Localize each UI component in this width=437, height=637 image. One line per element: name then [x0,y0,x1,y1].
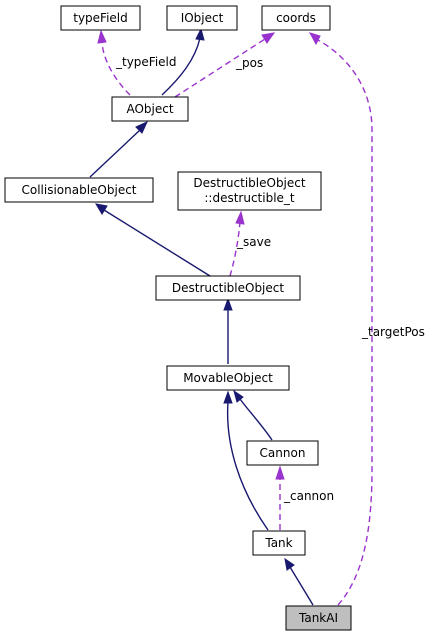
node-aobject-label: AObject [126,102,173,116]
edge-tank-cannon [275,465,285,530]
node-coords[interactable]: coords [261,5,331,31]
edge-label-targetpos: _targetPos [361,325,425,339]
edge-label-save: _save [236,235,271,249]
node-iobject-label: IObject [181,11,224,25]
edge-movable-destructible [223,297,233,364]
node-typefield[interactable]: typeField [60,5,141,31]
edge-tankai-tank [284,557,314,606]
node-destructibleobject-label: DestructibleObject [172,281,284,295]
edge-label-cannon: _cannon [283,489,334,503]
node-collisionableobject[interactable]: CollisionableObject [4,177,154,203]
node-destructibleobject-destructible-t[interactable]: DestructibleObject ::destructible_t [177,171,322,211]
node-movableobject[interactable]: MovableObject [166,365,290,391]
node-iobject[interactable]: IObject [166,5,238,31]
node-tankai[interactable]: TankAI [285,605,352,631]
edge-label-typefield: _typeField [115,55,177,69]
node-cannon[interactable]: Cannon [246,440,319,466]
edge-cannon-movable [233,389,273,441]
node-movableobject-label: MovableObject [183,371,273,385]
node-destructible-t-label-line2: ::destructible_t [204,191,295,205]
node-tankai-label: TankAI [298,611,338,625]
node-destructibleobject[interactable]: DestructibleObject [155,275,301,301]
edge-aobject-coords [174,32,276,98]
edge-destructible-destructible-t [229,210,245,277]
node-aobject[interactable]: AObject [111,96,189,122]
edge-collisionable-aobject [89,120,149,178]
node-cannon-label: Cannon [260,446,306,460]
node-collisionableobject-label: CollisionableObject [21,183,136,197]
node-destructible-t-label-line1: DestructibleObject [193,176,305,190]
edge-tankai-coords [308,32,373,606]
node-tank-label: Tank [264,536,292,550]
edge-aobject-typefield [97,29,131,96]
edge-destructible-collisionable [95,203,211,277]
node-coords-label: coords [276,11,316,25]
edge-tank-movable [223,390,269,531]
edge-aobject-iobject [161,27,205,96]
node-tank[interactable]: Tank [252,530,306,556]
edge-label-pos: _pos [235,56,263,70]
node-typefield-label: typeField [73,11,128,25]
